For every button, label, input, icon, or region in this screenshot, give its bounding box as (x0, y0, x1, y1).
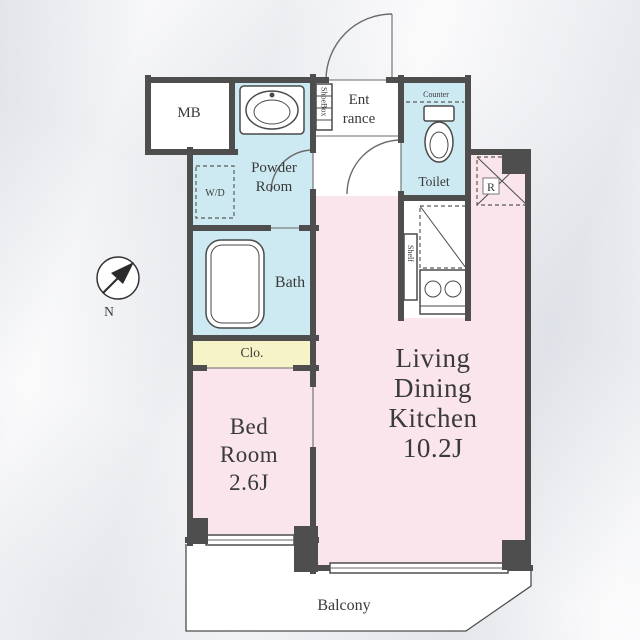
label-compass-north: N (104, 304, 114, 319)
label-powder-2: Room (256, 179, 293, 195)
washer-dryer-box (195, 165, 235, 219)
compass-icon (96, 256, 140, 300)
balcony-area (186, 544, 531, 631)
bedroom-window (205, 534, 295, 546)
balcony-outline (185, 544, 532, 632)
label-counter: Counter (423, 90, 449, 99)
kitchen-shelf (403, 233, 418, 301)
powder-sink-icon (239, 85, 305, 135)
label-wd: W/D (205, 188, 224, 199)
label-bedroom-3: 2.6J (229, 470, 269, 495)
room-closet (190, 338, 316, 368)
label-entrance-1: Ent (349, 92, 371, 108)
room-bedroom (190, 368, 316, 540)
label-ldk-3: Kitchen (389, 403, 478, 433)
powder-door-arc (270, 149, 314, 193)
toilet-icon (423, 105, 455, 163)
label-ldk-1: Living (396, 343, 471, 373)
label-bath: Bath (275, 274, 305, 291)
label-toilet: Toilet (418, 174, 450, 189)
label-entrance-2: rance (343, 111, 376, 127)
label-balcony: Balcony (317, 597, 370, 614)
label-ldk-2: Dining (394, 373, 472, 403)
ldk-window (329, 562, 509, 574)
entrance-door-arc (325, 13, 393, 81)
label-mb: MB (177, 105, 200, 121)
label-shelf: Shelf (406, 245, 415, 262)
label-bedroom-2: Room (220, 442, 278, 467)
label-ldk-4: 10.2J (403, 433, 463, 463)
bathtub-icon (205, 239, 265, 329)
stove-icon (419, 269, 467, 315)
toilet-door-arc (346, 139, 402, 195)
pillars (188, 152, 530, 572)
label-shoebox: ShoeBox (320, 87, 329, 116)
label-closet: Clo. (241, 345, 264, 360)
label-refrigerator: R (487, 180, 495, 194)
label-bedroom-1: Bed (230, 414, 269, 439)
room-ldk (313, 152, 528, 568)
label-powder-1: Powder (251, 160, 297, 176)
